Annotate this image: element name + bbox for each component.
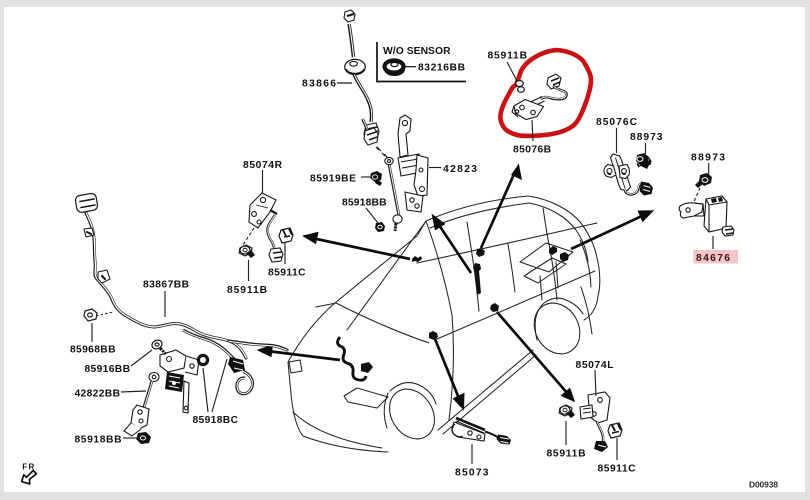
svg-text:85918BC: 85918BC	[193, 415, 239, 426]
svg-text:85076B: 85076B	[513, 145, 551, 156]
svg-text:85918BB: 85918BB	[342, 198, 387, 209]
svg-text:85968BB: 85968BB	[70, 345, 116, 356]
svg-text:D00938: D00938	[749, 480, 778, 490]
svg-text:85073: 85073	[455, 468, 489, 479]
svg-text:88973: 88973	[691, 153, 725, 164]
svg-text:84676: 84676	[696, 253, 730, 264]
svg-text:85911B: 85911B	[227, 285, 267, 296]
svg-text:85911C: 85911C	[268, 268, 306, 279]
svg-text:42823: 42823	[443, 164, 477, 175]
svg-text:83867BB: 83867BB	[143, 280, 189, 291]
svg-text:85918BB: 85918BB	[75, 435, 122, 446]
svg-text:85919BE: 85919BE	[310, 174, 356, 185]
svg-text:85076C: 85076C	[596, 117, 638, 128]
svg-text:85911C: 85911C	[598, 464, 637, 475]
svg-text:85911B: 85911B	[488, 51, 528, 62]
svg-text:85916BB: 85916BB	[85, 364, 131, 375]
svg-text:85074R: 85074R	[243, 160, 283, 171]
svg-text:83866: 83866	[302, 79, 336, 90]
svg-text:W/O SENSOR: W/O SENSOR	[383, 46, 451, 57]
svg-text:85074L: 85074L	[576, 360, 614, 371]
svg-text:83216BB: 83216BB	[418, 63, 465, 74]
svg-text:42822BB: 42822BB	[75, 389, 121, 400]
svg-text:FR: FR	[22, 463, 35, 472]
svg-text:85911B: 85911B	[547, 449, 586, 460]
svg-text:88973: 88973	[630, 132, 663, 143]
